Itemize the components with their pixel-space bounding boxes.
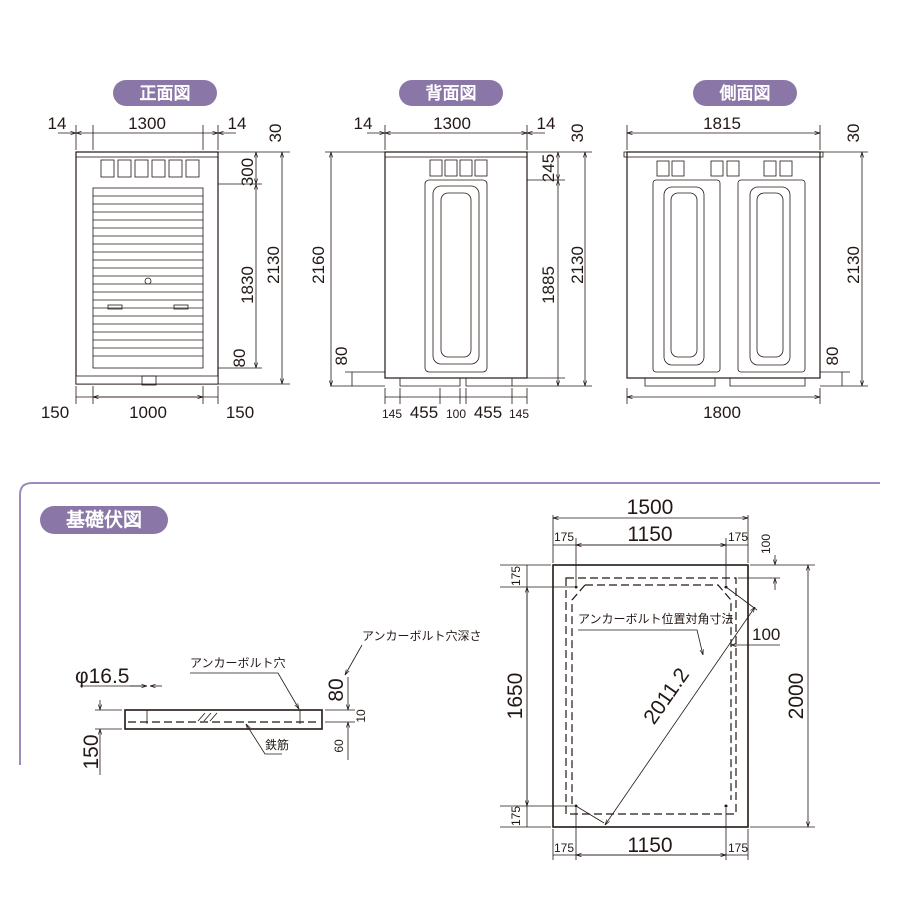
section-divider (19, 482, 880, 765)
plan-diagonal: 2011.2 (639, 664, 694, 729)
plan-inner-bottom: 1150 (627, 834, 672, 857)
front-dim-width: 1300 (128, 114, 166, 133)
back-dim-b1: 145 (382, 407, 402, 421)
section-hole-label: アンカーボルト穴 (190, 655, 286, 670)
plan-inner-top: 1150 (627, 523, 672, 546)
section-rebar-label: 鉄筋 (265, 737, 289, 752)
foundation-title: 基礎伏図 (65, 508, 142, 531)
diagonal-dimension-line (605, 607, 755, 825)
section-lower: 60 (332, 739, 346, 753)
plan-edge-bottom-left: 175 (554, 841, 574, 855)
front-dim-height: 2130 (264, 246, 283, 284)
plan-offset-2: 100 (752, 625, 780, 644)
plan-edge-left-bottom: 175 (509, 806, 523, 826)
front-dim-right-margin: 14 (228, 114, 247, 133)
section-thickness: 150 (80, 734, 103, 769)
vent-slots (100, 159, 200, 178)
section-hole-depth-label: アンカーボルト穴深さ (362, 628, 482, 643)
plan-edge-top-left: 175 (554, 530, 574, 544)
back-dim-width: 1300 (433, 114, 471, 133)
side-view-title: 側面図 (719, 83, 771, 104)
side-dim-height: 2130 (844, 246, 863, 284)
side-dim-top: 30 (844, 124, 863, 143)
plan-edge-bottom-right: 175 (728, 841, 748, 855)
front-view-badge: 正面図 (113, 80, 217, 106)
back-dim-top: 30 (568, 124, 587, 143)
back-dim-b3: 100 (446, 407, 466, 421)
front-dim-base: 80 (230, 349, 249, 368)
back-panel (424, 179, 488, 373)
front-dim-leg-right: 150 (226, 403, 254, 422)
side-dim-base: 80 (823, 347, 842, 366)
front-dim-left-margin: 14 (48, 114, 67, 133)
section-cover: 10 (354, 709, 368, 723)
back-view: 14 1300 14 30 245 1885 2130 2160 80 145 … (309, 114, 592, 422)
back-dim-height: 2130 (568, 246, 587, 284)
back-dim-door: 1885 (539, 266, 558, 304)
section-depth: 80 (325, 678, 348, 701)
back-dim-b2: 455 (410, 403, 438, 422)
section-hole-diameter: φ16.5 (75, 665, 130, 688)
back-view-badge: 背面図 (399, 80, 503, 106)
lock-icon (144, 277, 152, 285)
back-dim-vent: 245 (539, 154, 558, 182)
plan-diagonal-label: アンカーボルト位置対角寸法 (578, 611, 734, 626)
back-dim-base: 80 (332, 347, 351, 366)
back-dim-b5: 145 (509, 407, 529, 421)
front-dim-vent: 300 (238, 158, 257, 186)
front-dim-leg-left: 150 (41, 403, 69, 422)
foundation-plan: 2011.2 アンカーボルト位置対角寸法 100 1500 1150 175 1… (500, 496, 815, 860)
side-view-badge: 側面図 (693, 80, 797, 106)
shutter (92, 187, 204, 369)
side-door-left (652, 179, 721, 373)
front-view-title: 正面図 (140, 84, 191, 104)
front-dim-door: 1830 (238, 266, 257, 304)
front-dim-leg-span: 1000 (129, 403, 167, 422)
plan-inner-height: 1650 (504, 673, 527, 720)
plan-offset: 100 (759, 534, 773, 554)
side-door-right (737, 179, 806, 373)
foundation-badge: 基礎伏図 (40, 506, 168, 534)
back-view-title: 背面図 (426, 83, 477, 104)
side-view: 1815 30 2130 80 1800 (623, 114, 868, 422)
back-dim-left-margin: 14 (354, 114, 373, 133)
side-dim-bottom: 1800 (703, 403, 741, 422)
front-dim-top: 30 (266, 124, 285, 143)
back-dim-right-margin: 14 (537, 114, 556, 133)
back-dim-total: 2160 (309, 246, 328, 284)
plan-edge-top-right: 175 (728, 530, 748, 544)
foundation-section: φ16.5 アンカーボルト穴 アンカーボルト穴深さ 鉄筋 150 80 10 6… (75, 628, 482, 775)
back-dim-b4: 455 (474, 403, 502, 422)
plan-edge-left-top: 175 (509, 566, 523, 586)
front-view: 14 1300 14 30 300 1830 2130 80 150 1000 … (41, 114, 290, 422)
plan-width: 1500 (627, 496, 674, 519)
side-dim-width: 1815 (703, 114, 741, 133)
plan-height: 2000 (785, 673, 808, 720)
